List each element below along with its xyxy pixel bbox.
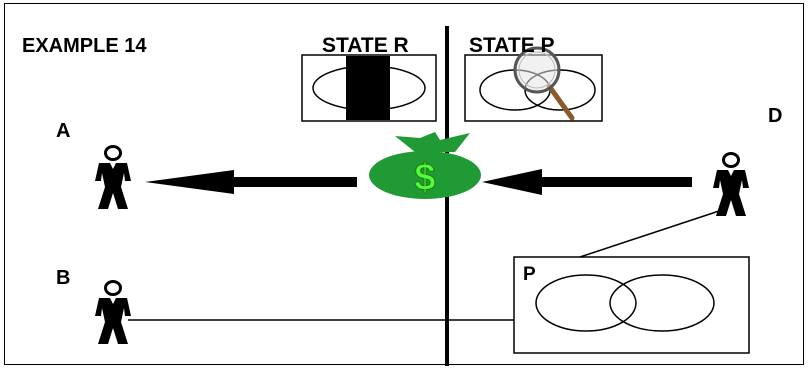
- person-a-label: A: [56, 120, 71, 142]
- diagram-frame: [4, 3, 804, 365]
- arrow-d-to-money: [482, 169, 692, 195]
- person-b-icon: [93, 280, 133, 346]
- person-b-label: B: [56, 267, 71, 289]
- diagram-title: EXAMPLE 14: [22, 35, 147, 57]
- partnership-box-label: P: [523, 264, 536, 285]
- person-d-icon: [711, 152, 751, 218]
- state-r-box: [301, 54, 437, 122]
- state-r-label: STATE R: [322, 34, 409, 57]
- magnifier-icon: [513, 46, 575, 121]
- partnership-box: [513, 256, 750, 354]
- state-p-label: STATE P: [469, 34, 555, 57]
- link-d-to-p: [579, 209, 723, 258]
- money-bag-icon: $: [369, 132, 481, 200]
- person-a-icon: [93, 145, 133, 211]
- money-symbol: $: [414, 157, 435, 199]
- person-d-label: D: [768, 105, 783, 127]
- arrow-money-to-a: [145, 170, 357, 194]
